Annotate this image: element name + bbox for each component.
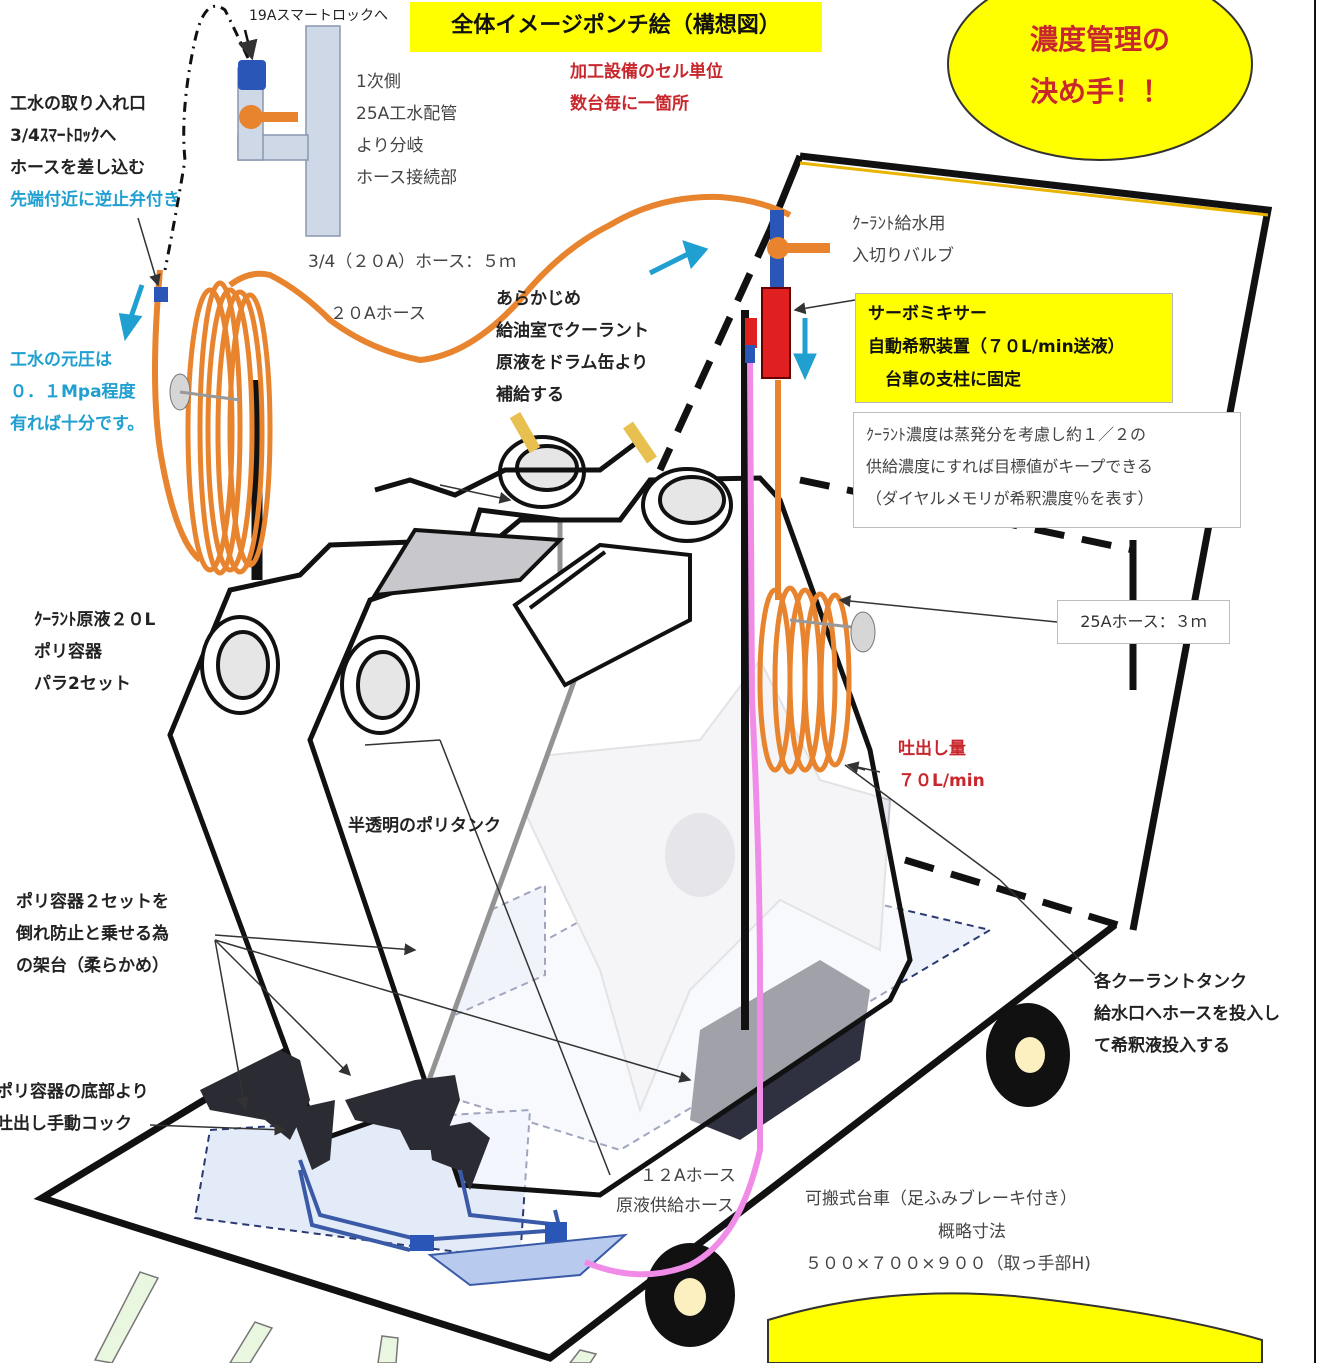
- note-line-3: （ダイヤルメモリが希釈濃度％を表す）: [866, 489, 1154, 508]
- cart-label-3: ５００×７００×９００（取っ手部H): [805, 1254, 1091, 1274]
- leader-lines: [137, 217, 1096, 1176]
- cart-wheel-front: [645, 1243, 735, 1347]
- prefill-label-1: あらかじめ: [496, 289, 581, 309]
- cock-label-1: ポリ容器の底部より: [0, 1082, 149, 1102]
- prefill-label-4: 補給する: [496, 385, 564, 405]
- tank-inlet-label-2: 給水口へホースを投入し: [1094, 1004, 1281, 1024]
- intake-label-2: 3/4ｽﾏｰﾄﾛｯｸへ: [10, 126, 117, 146]
- hose-coil-left: [185, 280, 273, 576]
- prefill-label-2: 給油室でクーラント: [496, 321, 649, 341]
- cart-frame: [33, 152, 1273, 1362]
- bubble-line-2: 決め手！！: [1029, 75, 1170, 108]
- pressure-label-2: ０．１Mpa程度: [10, 382, 136, 402]
- servo-mixer: [745, 287, 791, 379]
- container-label-2: ポリ容器: [34, 642, 102, 662]
- branch-label-3: より分岐: [356, 136, 424, 156]
- concentration-note-box: ｸｰﾗﾝﾄ濃度は蒸発分を考慮し約１／２の 供給濃度にすれば目標値がキープできる …: [853, 412, 1241, 528]
- note-line-2: 供給濃度にすれば目標値がキープできる: [866, 457, 1153, 476]
- hose-20a-label: ２０Aホース: [330, 304, 426, 324]
- cart-label-1: 可搬式台車（足ふみブレーキ付き）: [805, 1189, 1077, 1209]
- smartlock-label: 19Aスマートロックへ: [249, 8, 388, 24]
- tank-inlet-label-1: 各クーラントタンク: [1094, 972, 1247, 992]
- intake-label-1: 工水の取り入れ口: [10, 94, 146, 114]
- note-line-1: ｸｰﾗﾝﾄ濃度は蒸発分を考慮し約１／２の: [866, 425, 1147, 444]
- cock-label-2: 吐出し手動コック: [0, 1114, 132, 1134]
- coupling-1: [410, 1235, 434, 1251]
- container-handles: [371, 527, 692, 688]
- tank-inlet-label-3: て希釈液投入する: [1094, 1036, 1230, 1056]
- subtitle-line-2: 数台毎に一箇所: [570, 94, 689, 114]
- bottom-yellow-bubble: [767, 1292, 1263, 1363]
- container-label-3: パラ2セット: [34, 674, 131, 694]
- stand-label-3: の架台（柔らかめ）: [16, 956, 169, 976]
- prefill-label-3: 原液をドラム缶より: [496, 353, 649, 373]
- concentration-bubble: [947, 0, 1253, 161]
- hose-25a-box: 25Aホース：３ｍ: [1057, 600, 1230, 644]
- hose-12a-label-1: １２Aホース: [640, 1166, 736, 1186]
- intake-label-3: ホースを差し込む: [10, 158, 146, 178]
- hose-12a-label-2: 原液供給ホース: [616, 1196, 735, 1216]
- servo-mixer-box: サーボミキサー 自動希釈装置（７０L/min送液） 台車の支柱に固定: [855, 293, 1173, 403]
- bubble-line-1: 濃度管理の: [1029, 23, 1170, 56]
- coupling-2: [545, 1222, 567, 1244]
- mixer-label-3: 台車の支柱に固定: [868, 370, 1021, 390]
- cart-label-2: 概略寸法: [938, 1222, 1006, 1242]
- container-label-1: ｸｰﾗﾝﾄ原液２０L: [34, 610, 156, 630]
- check-valve-label: 先端付近に逆止弁付き: [10, 190, 180, 210]
- refill-arrows: [509, 412, 657, 464]
- hose-20a-long-label: 3/4（２０A）ホース：５ｍ: [308, 252, 517, 272]
- pressure-label-1: 工水の元圧は: [10, 350, 112, 370]
- cart-wheel-right: [986, 1003, 1070, 1107]
- stand-label-2: 倒れ防止と乗せる為: [16, 924, 169, 944]
- page-title: 全体イメージポンチ絵（構想図）: [410, 2, 822, 52]
- pink-hose: [583, 359, 763, 1278]
- branch-fitting: [237, 25, 341, 237]
- branch-label-2: 25A工水配管: [356, 104, 458, 124]
- hose-tray: [427, 1233, 628, 1287]
- hose-20a: [152, 193, 792, 563]
- mixer-label-2: 自動希釈装置（７０L/min送液）: [868, 337, 1125, 357]
- stand-label-1: ポリ容器２セットを: [16, 892, 169, 912]
- subtitle-line-1: 加工設備のセル単位: [570, 62, 723, 82]
- flow-arrows: [118, 240, 817, 381]
- translucent-tank-label: 半透明のポリタンク: [348, 816, 501, 836]
- mixer-label-1: サーボミキサー: [868, 304, 987, 324]
- bubble-text: 濃度管理の 決め手！！: [990, 14, 1210, 118]
- coolant-valve: [767, 210, 830, 290]
- branch-label-1: 1次側: [356, 72, 401, 92]
- discharge-label-2: ７０L/min: [898, 771, 985, 791]
- manual-cocks: [200, 1050, 490, 1190]
- valve-label-2: 入切りバルブ: [852, 246, 954, 266]
- branch-label-4: ホース接続部: [356, 168, 458, 188]
- valve-label-1: ｸｰﾗﾝﾄ給水用: [852, 214, 946, 234]
- dash-hose: [163, 4, 250, 271]
- check-valve: [154, 287, 168, 302]
- floor-marks: [93, 1271, 598, 1363]
- discharge-label-1: 吐出し量: [898, 739, 966, 759]
- pressure-label-3: 有れば十分です。: [10, 414, 145, 434]
